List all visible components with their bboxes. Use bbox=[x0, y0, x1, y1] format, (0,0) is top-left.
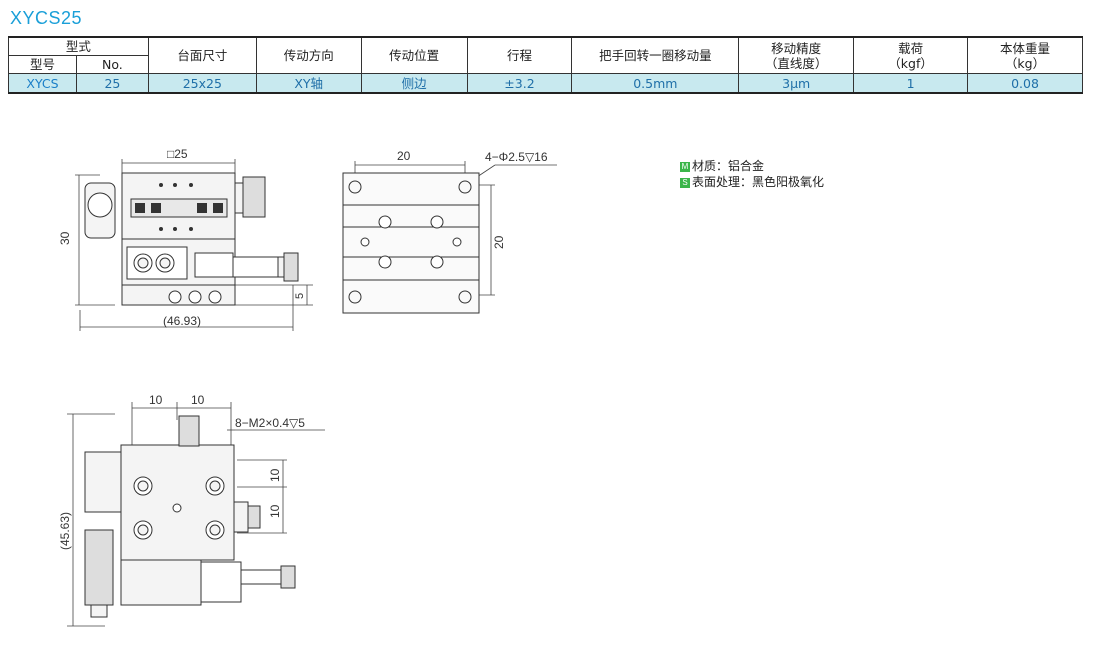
header-no: No. bbox=[75, 55, 149, 74]
cell-model: XYCS bbox=[8, 73, 77, 94]
cell-table-size: 25x25 bbox=[147, 73, 257, 94]
cell-travel: ±3.2 bbox=[466, 73, 573, 94]
product-title: XYCS25 bbox=[10, 8, 83, 28]
bottom-view-drawing: 10 10 8−M2×0.4▽5 (45.63) 10 10 bbox=[58, 393, 325, 627]
header-accuracy: 移动精度 （直线度） bbox=[738, 36, 855, 74]
cell-no: 25 bbox=[75, 73, 149, 94]
bottom-vpitch-top-label: 10 bbox=[268, 468, 282, 482]
cell-weight: 0.08 bbox=[967, 73, 1083, 94]
top-height-label: 20 bbox=[492, 235, 506, 249]
front-height-label: 30 bbox=[58, 231, 72, 245]
bottom-vpitch-bottom-label: 10 bbox=[268, 504, 282, 518]
header-load-line2: （kgf） bbox=[888, 55, 933, 71]
spec-table: 型式 台面尺寸 传动方向 传动位置 行程 把手回转一圈移动量 移动精度 （直线度… bbox=[8, 36, 1083, 94]
header-drive-position: 传动位置 bbox=[360, 36, 468, 74]
front-view-drawing: □25 30 (46.93) 5 bbox=[58, 147, 313, 331]
header-weight-line2: （kg） bbox=[1004, 55, 1046, 71]
bottom-pitch-right-label: 10 bbox=[191, 393, 205, 407]
table-row: XYCS 25 25x25 XY轴 侧边 ±3.2 0.5mm 3μm 1 0.… bbox=[8, 73, 1083, 94]
top-pitch-label: 20 bbox=[397, 149, 411, 163]
cell-drive-position: 侧边 bbox=[360, 73, 468, 94]
header-weight-line1: 本体重量 bbox=[1000, 40, 1051, 56]
header-accuracy-line2: （直线度） bbox=[764, 55, 828, 71]
material-badge-icon: M bbox=[680, 161, 690, 172]
top-hole-label: 4−Φ2.5▽16 bbox=[485, 150, 548, 164]
header-load-line1: 载荷 bbox=[898, 40, 924, 56]
cell-accuracy: 3μm bbox=[738, 73, 855, 94]
front-overall-label: (46.93) bbox=[163, 314, 201, 328]
header-load: 载荷 （kgf） bbox=[853, 36, 969, 74]
material-text: 材质：铝合金 bbox=[692, 159, 765, 173]
header-table-size: 台面尺寸 bbox=[147, 36, 257, 74]
header-type-group: 型式 bbox=[8, 36, 149, 56]
cell-drive-direction: XY轴 bbox=[255, 73, 362, 94]
surface-text: 表面处理：黑色阳极氧化 bbox=[692, 175, 825, 189]
header-travel: 行程 bbox=[466, 36, 573, 74]
header-drive-direction: 传动方向 bbox=[255, 36, 362, 74]
top-view-drawing: 20 4−Φ2.5▽16 20 bbox=[342, 149, 557, 314]
bottom-height-label: (45.63) bbox=[58, 512, 72, 550]
header-model: 型号 bbox=[8, 55, 77, 74]
header-per-turn: 把手回转一圈移动量 bbox=[571, 36, 740, 74]
header-weight: 本体重量 （kg） bbox=[967, 36, 1083, 74]
surface-badge-icon: S bbox=[680, 177, 690, 188]
bottom-thread-label: 8−M2×0.4▽5 bbox=[235, 416, 305, 430]
cell-per-turn: 0.5mm bbox=[571, 73, 740, 94]
cell-load: 1 bbox=[853, 73, 969, 94]
bottom-pitch-left-label: 10 bbox=[149, 393, 163, 407]
header-accuracy-line1: 移动精度 bbox=[771, 40, 822, 56]
front-width-label: □25 bbox=[167, 147, 188, 161]
front-offset-label: 5 bbox=[294, 293, 306, 299]
